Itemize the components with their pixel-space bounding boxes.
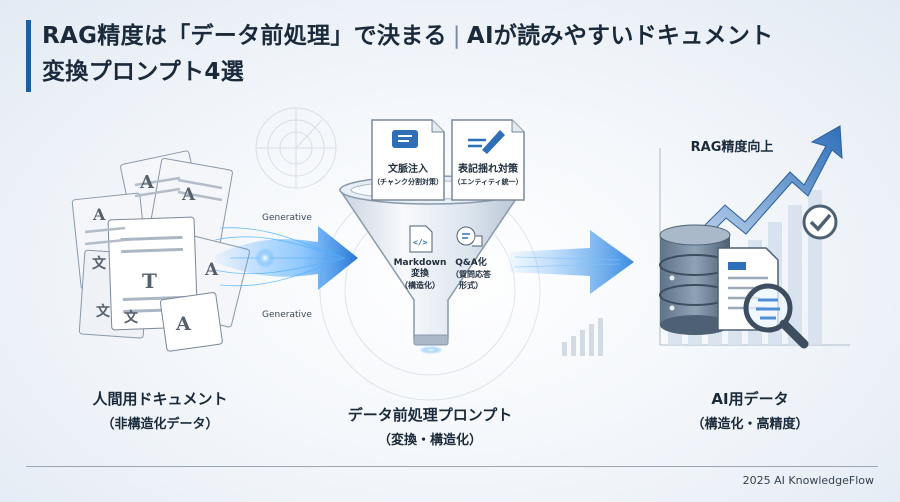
notation-unify-card	[451, 119, 525, 201]
context-injection-sub: （チャンク分割対策）	[373, 178, 443, 186]
background-radar-icon	[255, 107, 337, 189]
chart-title: RAG精度向上	[690, 140, 774, 155]
document-pile-icon	[71, 150, 251, 352]
center-label-sub: （変換・構造化）	[377, 433, 482, 448]
right-label-main: AI用データ	[711, 390, 789, 408]
context-injection-title: 文脈注入	[388, 164, 428, 175]
flow-label-top: Generative	[262, 213, 312, 223]
context-injection-card	[371, 119, 445, 201]
svg-text:</>: </>	[413, 238, 428, 247]
qa-chat-bubble-icon	[456, 226, 483, 247]
context-injection-card-text: 文脈注入 （チャンク分割対策）	[368, 160, 448, 187]
flow-label-bottom: Generative	[262, 310, 312, 320]
checkmark-badge-icon	[802, 204, 838, 240]
doc-glyph-a1: A	[139, 172, 155, 193]
qa-item-title: Q&A化	[455, 258, 487, 268]
doc-glyph-a4: A	[204, 260, 219, 280]
qa-item-line3: 形式）	[459, 281, 483, 290]
flow-arrow-right	[510, 230, 634, 294]
center-section-label: データ前処理プロンプト （変換・構造化）	[330, 404, 530, 448]
title-part1: RAG精度は「データ前処理」で決まる	[42, 23, 447, 49]
markdown-item-line2: 変換	[410, 269, 429, 279]
background-bars-decoration	[562, 318, 603, 356]
title-part2: AIが読みやすいドキュメント	[466, 23, 774, 49]
notation-unify-card-text: 表記揺れ対策 （エンティティ統一）	[448, 160, 528, 187]
magnifier-icon	[743, 283, 809, 349]
markdown-item-line3: （構造化）	[400, 281, 440, 290]
page-title: RAG精度は「データ前処理」で決まる|AIが読みやすいドキュメント変換プロンプト…	[42, 18, 872, 90]
right-section-label: AI用データ （構造化・高精度）	[660, 388, 840, 432]
title-separator: |	[452, 23, 461, 49]
doc-glyph-kanji3: 文	[124, 309, 139, 326]
doc-glyph-a5: A	[175, 313, 191, 335]
left-label-main: 人間用ドキュメント	[92, 390, 228, 408]
markdown-code-icon: </>	[409, 225, 433, 253]
markdown-item-text: Markdown 変換 （構造化）	[388, 258, 452, 291]
footer-divider	[26, 466, 878, 467]
notation-unify-title: 表記揺れ対策	[458, 164, 518, 175]
center-label-main: データ前処理プロンプト	[347, 406, 513, 424]
title-line2: 変換プロンプト4選	[42, 59, 245, 85]
qa-item-line2: （質問応答	[451, 270, 491, 279]
doc-glyph-kanji1: 文	[92, 255, 107, 272]
doc-glyph-a2: A	[92, 205, 106, 224]
doc-glyph-kanji2: 文	[96, 303, 111, 320]
left-label-sub: （非構造化データ）	[101, 417, 219, 432]
markdown-item-title: Markdown	[393, 258, 447, 268]
footer-credit: 2025 AI KnowledgeFlow	[742, 474, 874, 487]
doc-glyph-t: T	[142, 269, 157, 293]
qa-item-text: Q&A化 （質問応答 形式）	[440, 258, 502, 291]
doc-glyph-a3: A	[181, 185, 196, 205]
title-accent-bar	[26, 20, 31, 92]
notation-unify-sub: （エンティティ統一）	[453, 178, 523, 186]
right-label-sub: （構造化・高精度）	[691, 417, 809, 432]
left-section-label: 人間用ドキュメント （非構造化データ）	[60, 388, 260, 432]
flow-beam-left	[214, 226, 358, 290]
